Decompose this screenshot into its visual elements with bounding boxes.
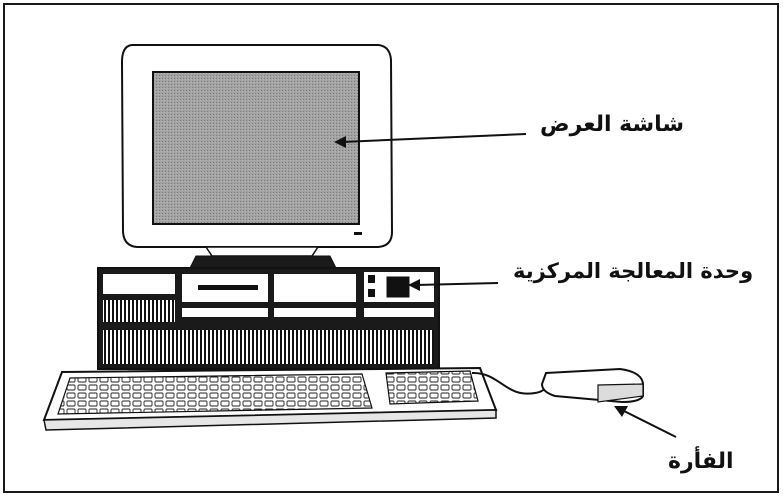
mouse-label: الفأرة bbox=[668, 449, 734, 474]
monitor-stand bbox=[190, 247, 336, 268]
keyboard bbox=[44, 368, 496, 430]
mouse bbox=[472, 369, 643, 402]
screen-label: شاشة العرض bbox=[540, 112, 684, 137]
display-screen bbox=[153, 72, 359, 224]
system-unit bbox=[98, 268, 439, 369]
monitor bbox=[122, 45, 392, 247]
mouse-arrow bbox=[622, 410, 676, 437]
cpu-label: وحدة المعالجة المركزية bbox=[513, 259, 753, 283]
